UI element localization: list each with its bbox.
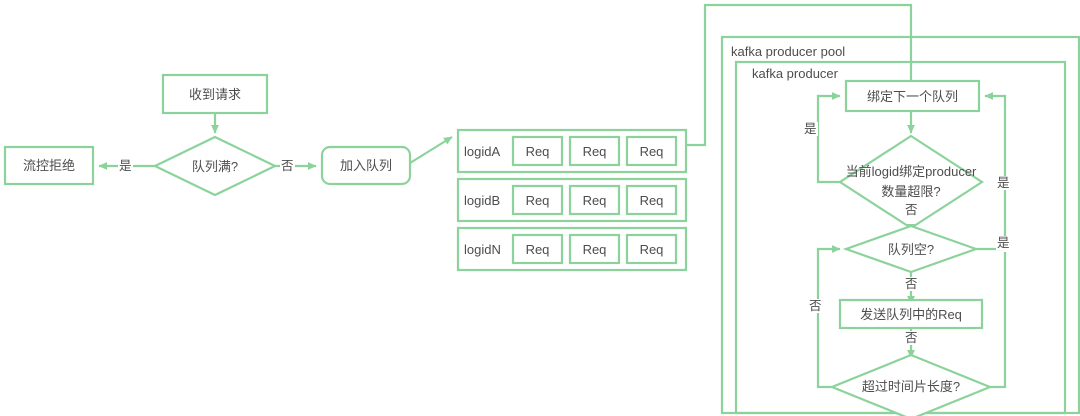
edge-label-queuefull-no: 否	[280, 159, 295, 173]
req-box-2-0	[511, 233, 564, 265]
req-box-0-2	[625, 135, 678, 167]
req-box-0-0	[511, 135, 564, 167]
edge-label-logidlimit-no: 否	[904, 203, 919, 217]
req-box-1-0	[511, 184, 564, 216]
req-box-2-2	[625, 233, 678, 265]
edge-label-logidlimit-yes: 是	[803, 122, 818, 136]
node-flow-reject	[3, 145, 95, 186]
node-bind-next-queue	[844, 79, 981, 113]
req-box-2-1	[568, 233, 621, 265]
edge-joinqueue-to-logida	[409, 136, 453, 164]
req-box-0-1	[568, 135, 621, 167]
edge-timeslice-no-to-queueempty	[816, 245, 841, 389]
container-pool-title: kafka producer pool	[731, 44, 846, 59]
node-join-queue	[320, 145, 412, 186]
node-queue-empty	[842, 224, 980, 274]
edge-label-timeslice-no: 否	[808, 299, 823, 313]
node-receive-request	[161, 73, 269, 115]
container-producer-title: kafka producer	[752, 66, 838, 81]
edge-queue-to-pool	[686, 3, 915, 147]
edge-label-send-next: 否	[904, 331, 919, 345]
node-queue-full	[152, 135, 278, 197]
edge-label-queuefull-yes: 是	[118, 159, 133, 173]
node-time-slice	[829, 353, 993, 416]
edge-label-queueempty-no: 否	[904, 277, 919, 291]
edge-rightbus-to-bind	[984, 92, 1007, 249]
req-box-1-2	[625, 184, 678, 216]
req-box-1-1	[568, 184, 621, 216]
node-send-req	[838, 298, 984, 330]
edge-label-queueempty-yes: 是	[996, 236, 1011, 250]
edge-logidlimit-yes-to-bind	[816, 92, 841, 184]
edge-label-bind-yes: 是	[996, 176, 1011, 190]
edge-timeslice-yes	[990, 252, 1007, 389]
